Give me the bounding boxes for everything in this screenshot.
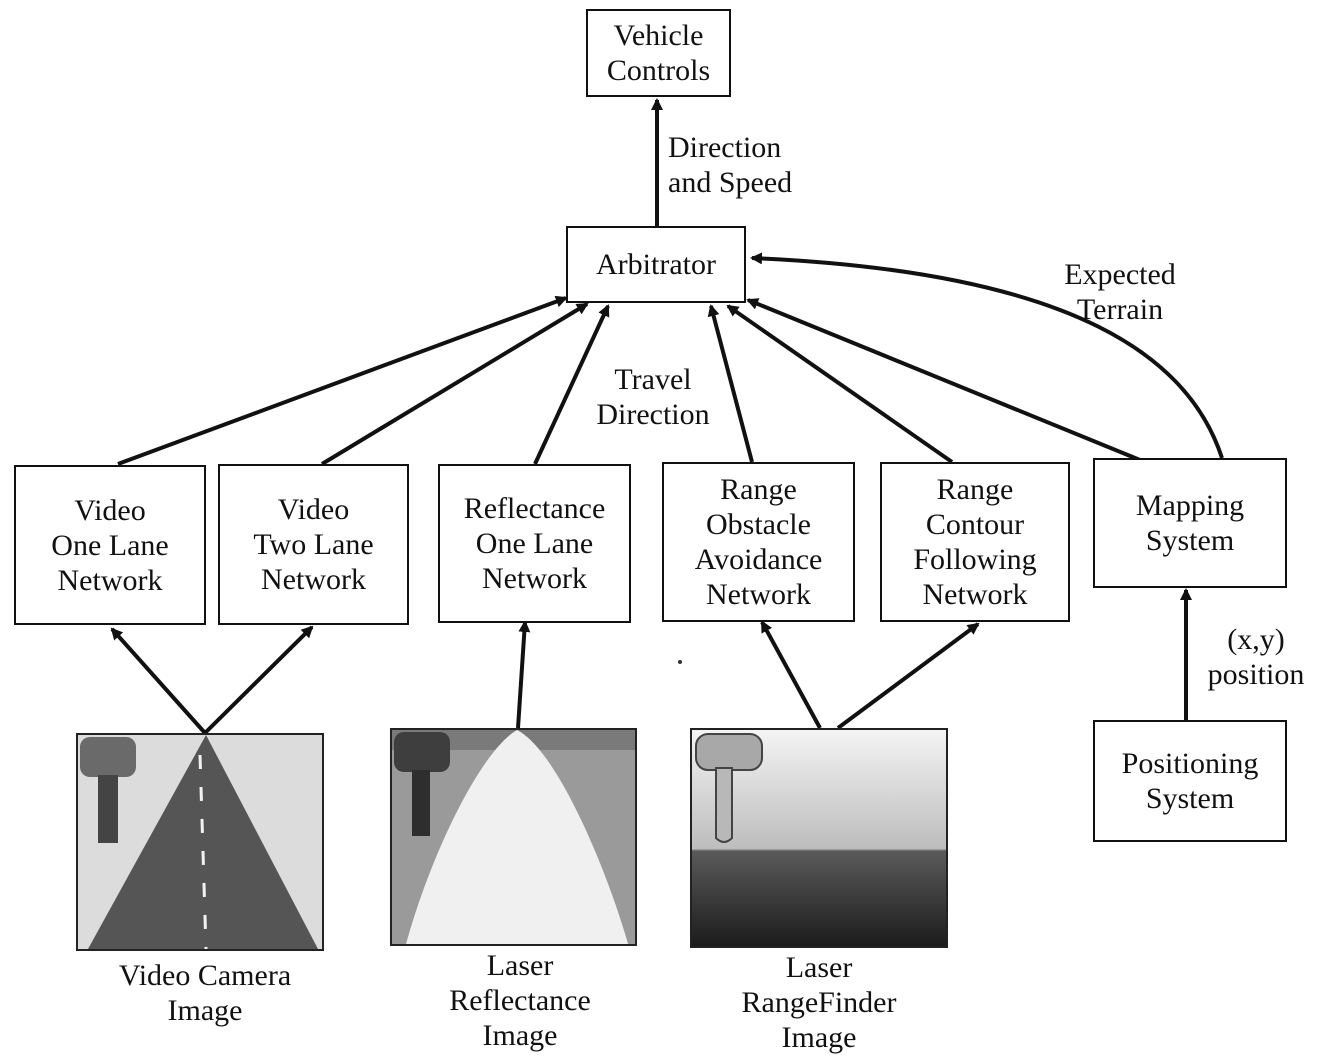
direction-and-speed-label: Direction and Speed (668, 131, 793, 199)
range-contour-following-network-box: Range Contour Following Network (880, 462, 1070, 622)
stray-dot (678, 660, 682, 664)
laser-rangefinder-image (690, 728, 948, 948)
road-shape (88, 735, 318, 949)
video-two-lane-network-box: Video Two Lane Network (218, 464, 409, 625)
bright-road-shape (406, 730, 628, 944)
tree-trunk (412, 770, 430, 836)
arrow-video-two-to-arbitrator (320, 302, 589, 466)
arrow-contour-to-arbitrator (726, 304, 954, 464)
video-two-lane-network-label: Video Two Lane Network (253, 493, 374, 596)
tree-canopy (80, 737, 136, 777)
mapping-system-box: Mapping System (1093, 458, 1287, 588)
video-camera-image-caption: Video Camera Image (118, 959, 292, 1027)
laser-reflectance-image (390, 728, 637, 946)
arrow-camera-to-video-two (203, 625, 314, 735)
arrow-reflectance-to-arbitrator (533, 304, 610, 465)
arbitrator-box: Arbitrator (566, 226, 746, 303)
reflectance-one-lane-network-box: Reflectance One Lane Network (438, 464, 631, 623)
laser-rangefinder-image-caption: Laser RangeFinder Image (741, 951, 897, 1054)
tree-trunk (98, 775, 118, 843)
xy-position-label: (x,y) position (1207, 623, 1305, 691)
arrow-reflectance-img-to-network (516, 620, 531, 729)
tree-canopy (695, 733, 763, 771)
tree-canopy (394, 732, 450, 772)
tree-trunk (715, 767, 733, 843)
video-one-lane-network-label: Video One Lane Network (51, 493, 169, 597)
range-obstacle-avoidance-network-box: Range Obstacle Avoidance Network (662, 462, 855, 622)
range-contour-following-network-label: Range Contour Following Network (913, 473, 1037, 611)
travel-direction-label: Travel Direction (596, 363, 710, 431)
positioning-system-box: Positioning System (1093, 720, 1287, 842)
video-one-lane-network-box: Video One Lane Network (14, 465, 206, 625)
video-camera-image (76, 733, 324, 951)
vehicle-controls-box: Vehicle Controls (586, 9, 731, 97)
arrow-video-one-to-arbitrator (117, 295, 568, 466)
reflectance-one-lane-network-label: Reflectance One Lane Network (463, 492, 606, 595)
arbitrator-label: Arbitrator (596, 248, 716, 281)
expected-terrain-label: Expected Terrain (1064, 258, 1176, 326)
mapping-system-label: Mapping System (1135, 489, 1245, 557)
arrow-expected-terrain (750, 252, 1224, 459)
arrow-rangefinder-to-obstacle (760, 620, 822, 729)
vehicle-controls-label: Vehicle Controls (606, 19, 711, 87)
lane-divider (198, 754, 208, 949)
arrow-obstacle-to-arbitrator (707, 304, 754, 463)
range-obstacle-avoidance-network-label: Range Obstacle Avoidance Network (694, 473, 823, 611)
arrow-rangefinder-to-contour (836, 622, 980, 730)
arrow-camera-to-video-one (110, 627, 207, 735)
arrow-mapping-to-arbitrator (746, 298, 1141, 462)
laser-reflectance-image-caption: Laser Reflectance Image (449, 949, 591, 1052)
positioning-system-label: Positioning System (1121, 747, 1259, 815)
